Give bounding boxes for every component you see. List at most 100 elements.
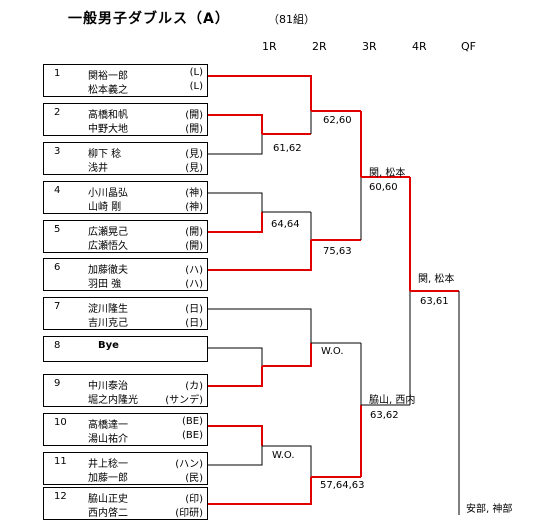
player-name: 西内啓二 [88,508,128,519]
player-name: 中川泰治 [88,381,128,392]
page-title: 一般男子ダブルス（A） [68,11,230,27]
round-label-2r: 2R [312,40,327,53]
entry-6: 6 加藤徹夫(ハ) 羽田 強(ハ) [43,258,208,291]
player-name: 堀之内隆光 [88,395,138,406]
club-code: (L) [189,81,203,92]
winner-4r: 関, 松本 [418,274,455,285]
score-2r-bottom: 57,64,63 [320,480,365,491]
club-code: (カ) [185,381,203,392]
seed-number: 7 [54,301,61,312]
score-1r-2v3: 61,62 [273,143,302,154]
entry-5: 5 広瀬晃己 (開) 広瀬悟久 (開) [43,220,208,253]
seed-number: 2 [54,107,61,118]
club-code: (開) [185,124,203,135]
line-entry1 [208,75,312,111]
seed-number: 6 [54,262,61,273]
round-label-4r: 4R [412,40,427,53]
club-code: (開) [185,227,203,238]
entry-1: 1 関裕一郎(L) 松本義之(L) [43,64,208,97]
club-code: (日) [185,304,203,315]
player-name: 淀川隆生 [88,304,128,315]
line-entry12 [208,477,312,505]
seed-number: 10 [54,417,67,428]
score-4r: 63,61 [420,296,449,307]
player-name: 中野大地 [88,124,128,135]
entry-12: 12 脇山正史 (印) 西内啓二 (印研) [43,487,208,520]
player-name: 井上稔一 [88,459,128,470]
player-name: 小川晶弘 [88,188,128,199]
club-code: (ハ) [185,265,203,276]
entry-7: 7 淀川隆生 (日) 吉川克己 (日) [43,297,208,330]
entry-9: 9 中川泰治 (カ) 堀之内隆光 (サンデ) [43,374,208,407]
player-name: 関裕一郎 [88,71,128,82]
seed-number: 5 [54,224,61,235]
line-w89 [262,343,312,367]
club-code: (サンデ) [165,395,203,406]
player-name: 高橋和帆 [88,110,128,121]
player-name: 加藤一郎 [88,473,128,484]
club-code: (見) [185,163,203,174]
club-code: (神) [185,188,203,199]
club-code: (見) [185,149,203,160]
round-label-3r: 3R [362,40,377,53]
club-code: (BE) [182,430,203,441]
player-name: 広瀬晃己 [88,227,128,238]
entry-8: 8 Bye [43,336,208,362]
score-2r-5v6: 75,63 [323,246,352,257]
club-code: (神) [185,202,203,213]
line-entry7 [208,308,312,343]
player-name: 山崎 剛 [88,202,122,213]
player-name: 加藤徹夫 [88,265,128,276]
line-entry3 [208,134,263,155]
entry-10: 10 高橋達一 (BE) 湯山祐介 (BE) [43,413,208,446]
entry-11: 11 井上稔一 (ハン) 加藤一郎 (民) [43,452,208,485]
score-2r-top: 62,60 [323,115,352,126]
line-entry4 [208,192,263,212]
line-entry11 [208,446,263,466]
entry-4: 4 小川晶弘 (神) 山崎 剛 (神) [43,181,208,214]
player-name: 柳下 稔 [88,149,122,160]
club-code: (印研) [175,508,203,519]
player-name: 湯山祐介 [88,434,128,445]
entry-2: 2 高橋和帆 (開) 中野大地 (開) [43,103,208,136]
score-2r-wo: W.O. [321,346,344,357]
club-code: (BE) [182,416,203,427]
player-name: 高橋達一 [88,420,128,431]
entry-3: 3 柳下 稔(見) 浅井(見) [43,142,208,175]
club-code: (ハン) [175,459,203,470]
seed-number: 8 [54,340,61,351]
line-entry5 [208,212,263,233]
line-entry6 [208,240,312,271]
score-3r-top: 60,60 [369,182,398,193]
club-code: (ハ) [185,279,203,290]
line-entry10 [208,425,263,446]
player-name: 広瀬悟久 [88,241,128,252]
seed-number: 1 [54,68,61,79]
score-1r-4v5: 64,64 [271,219,300,230]
score-1r-wo: W.O. [272,450,295,461]
seed-number: 9 [54,378,61,389]
seed-number: 3 [54,146,61,157]
line-w1011 [262,445,312,477]
club-code: (開) [185,110,203,121]
round-label-qf: QF [461,40,476,53]
player-name: 松本義之 [88,85,128,96]
winner-qf-partial: 安部, 神部 [466,504,513,515]
winner-3r-bottom: 脇山, 西内 [369,395,416,406]
club-code: (印) [185,494,203,505]
seed-number: 11 [54,456,67,467]
player-name: 吉川克己 [88,318,128,329]
round-label-1r: 1R [262,40,277,53]
club-code: (開) [185,241,203,252]
club-code: (日) [185,318,203,329]
line-entry2 [208,114,263,134]
bye-label: Bye [98,340,119,351]
seed-number: 4 [54,185,61,196]
club-code: (民) [185,473,203,484]
seed-number: 12 [54,491,67,502]
line-entry8 [208,347,263,366]
score-3r-bottom: 63,62 [370,410,399,421]
player-name: 脇山正史 [88,494,128,505]
line-entry9 [208,366,263,387]
